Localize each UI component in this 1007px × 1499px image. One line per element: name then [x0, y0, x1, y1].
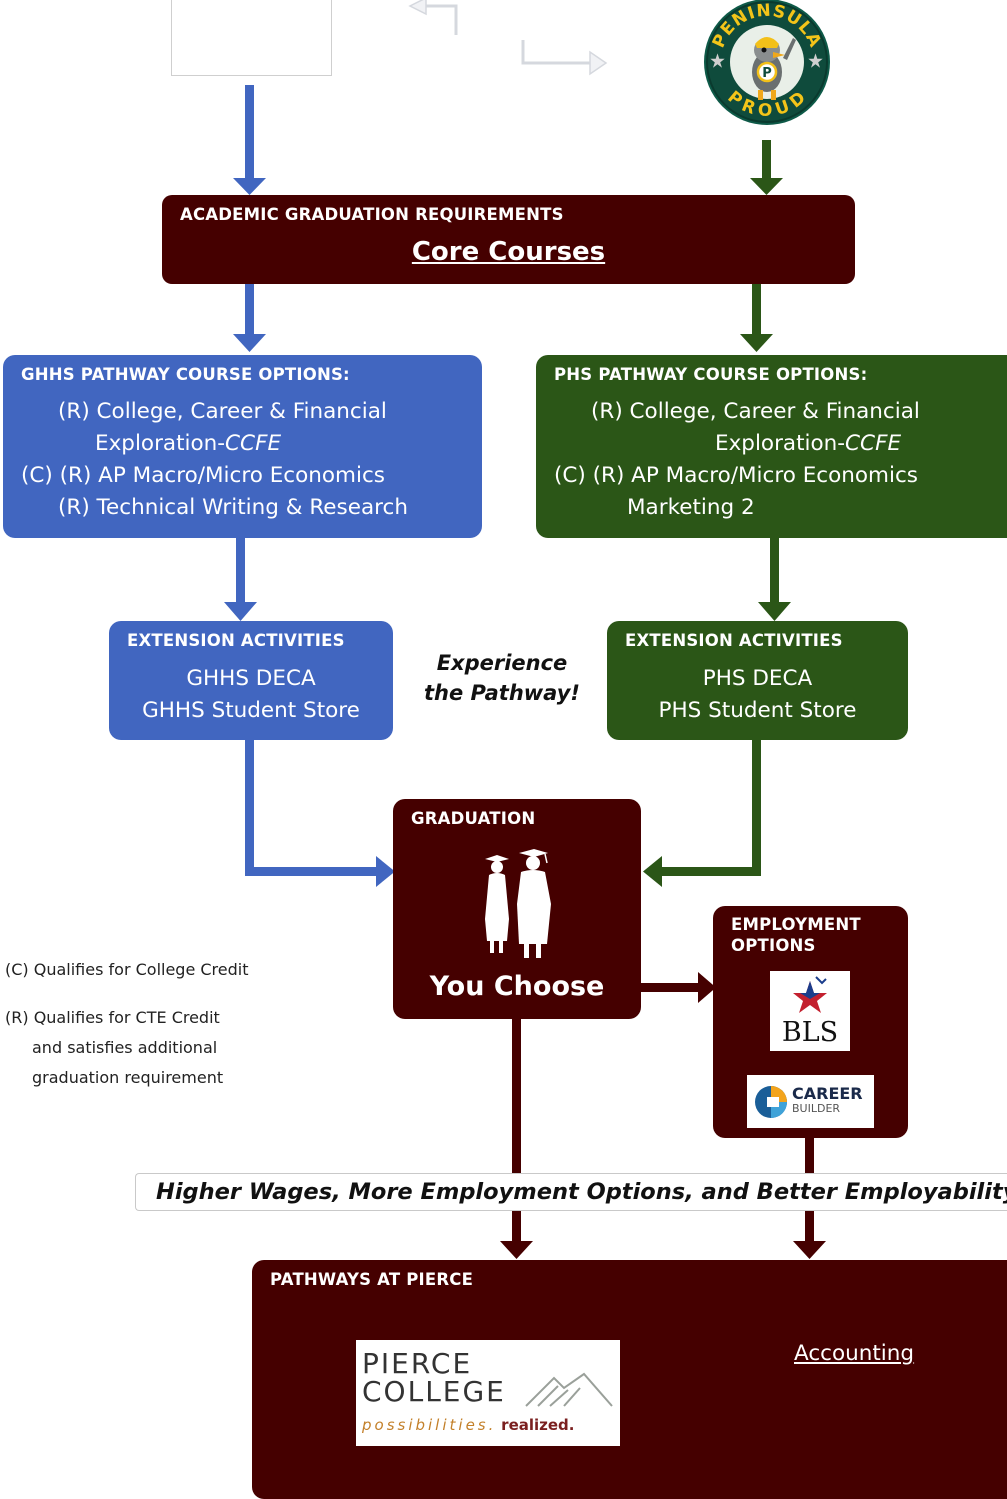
phs-ccfe-abbr: CCFE: [845, 431, 902, 456]
graduates-icon: [485, 849, 551, 958]
experience-line-1: Experience: [436, 651, 568, 675]
employment-header-line-1: EMPLOYMENT: [731, 915, 861, 934]
employment-header: EMPLOYMENT OPTIONS: [731, 915, 861, 956]
ghhs-pathway-header: GHHS PATHWAY COURSE OPTIONS:: [21, 365, 350, 384]
you-choose-label: You Choose: [429, 971, 605, 1002]
bls-link[interactable]: BLS: [770, 971, 850, 1051]
bls-text: BLS: [781, 1017, 839, 1048]
phs-course-ccfe: (R) College, Career & Financial: [591, 399, 920, 424]
ghhs-course-ccfe: (R) College, Career & Financial: [58, 399, 387, 424]
pierce-tagline-left: possibilities.: [362, 1416, 497, 1434]
pierce-pathways-box: PATHWAYS AT PIERCE PIERCE COLLEGE possib…: [252, 1260, 1007, 1499]
cte-credit-note: (R) Qualifies for CTE Credit: [5, 1008, 220, 1027]
phs-pathway-header: PHS PATHWAY COURSE OPTIONS:: [554, 365, 868, 384]
phs-course-marketing: Marketing 2: [627, 495, 755, 520]
pierce-tagline-right: realized.: [501, 1416, 575, 1434]
phs-ccfe-text: Exploration-: [715, 431, 846, 456]
cte-credit-note-cont-2: graduation requirement: [32, 1068, 224, 1087]
peninsula-proud-logo: P PENINSULA PROUD: [704, 0, 830, 125]
careerbuilder-text-2: BUILDER: [792, 1102, 841, 1115]
careerbuilder-text-1: CAREER: [792, 1084, 863, 1103]
accounting-link[interactable]: Accounting: [794, 1341, 915, 1366]
ghhs-logo-frame: [171, 0, 332, 76]
ghhs-extension-header: EXTENSION ACTIVITIES: [127, 631, 345, 650]
pierce-logo-line-2: COLLEGE: [362, 1375, 506, 1408]
phs-course-ccfe-cont: Exploration-CCFE: [715, 428, 901, 460]
phs-pathway-box: PHS PATHWAY COURSE OPTIONS: (R) College,…: [536, 355, 1007, 538]
ghhs-pathway-box: GHHS PATHWAY COURSE OPTIONS: (R) College…: [3, 355, 482, 538]
phs-logo-letter: P: [762, 66, 772, 81]
careerbuilder-icon: [755, 1086, 787, 1118]
graduation-box: GRADUATION You Choose: [393, 799, 641, 1019]
core-courses-link[interactable]: Core Courses: [411, 237, 606, 267]
phs-deca: PHS DECA: [702, 666, 813, 691]
pierce-pathways-header: PATHWAYS AT PIERCE: [270, 1270, 474, 1289]
careerbuilder-link[interactable]: CAREER BUILDER: [747, 1075, 874, 1128]
employment-options-box: EMPLOYMENT OPTIONS BLS CAREER BUILDER: [713, 906, 908, 1138]
wages-banner: Higher Wages, More Employment Options, a…: [135, 1173, 1007, 1211]
ghhs-extension-box: EXTENSION ACTIVITIES GHHS DECA GHHS Stud…: [109, 621, 393, 740]
phs-course-ap-econ: (C) (R) AP Macro/Micro Economics: [554, 463, 918, 488]
core-requirements-header: ACADEMIC GRADUATION REQUIREMENTS: [180, 205, 564, 224]
graduation-header: GRADUATION: [411, 809, 536, 828]
cte-credit-note-cont-1: and satisfies additional: [32, 1038, 218, 1057]
pierce-college-logo: PIERCE COLLEGE possibilities. realized.: [356, 1340, 620, 1446]
ghhs-ccfe-abbr: CCFE: [225, 431, 282, 456]
pierce-logo-line-1: PIERCE: [362, 1347, 473, 1380]
ghhs-course-ccfe-cont: Exploration-CCFE: [95, 428, 281, 460]
bls-star-icon: [793, 976, 827, 1013]
phs-extension-box: EXTENSION ACTIVITIES PHS DECA PHS Studen…: [607, 621, 908, 740]
college-credit-note: (C) Qualifies for College Credit: [5, 960, 249, 979]
pierce-logo-mark: [525, 1372, 613, 1407]
experience-line-2: the Pathway!: [424, 681, 580, 705]
employment-header-line-2: OPTIONS: [731, 935, 816, 955]
ghhs-deca: GHHS DECA: [186, 666, 316, 691]
phs-extension-header: EXTENSION ACTIVITIES: [625, 631, 843, 650]
ghhs-course-tech-writing: (R) Technical Writing & Research: [58, 495, 408, 520]
experience-callout: Experience the Pathway!: [402, 648, 602, 708]
ghhs-ccfe-text: Exploration-: [95, 431, 226, 456]
core-requirements-box: ACADEMIC GRADUATION REQUIREMENTS Core Co…: [162, 195, 855, 284]
pierce-tagline: possibilities. realized.: [362, 1416, 575, 1434]
ghhs-course-ap-econ: (C) (R) AP Macro/Micro Economics: [21, 463, 385, 488]
wages-banner-text: Higher Wages, More Employment Options, a…: [156, 1179, 1007, 1205]
ghhs-student-store: GHHS Student Store: [142, 698, 360, 723]
phs-student-store: PHS Student Store: [658, 698, 857, 723]
